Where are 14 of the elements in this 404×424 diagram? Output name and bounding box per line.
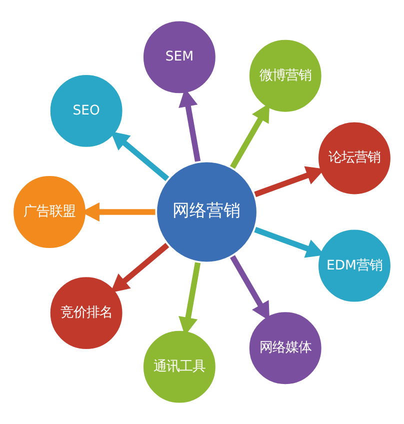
node-circle: 广告联盟 [10,173,88,251]
node-circle: 论坛营销 [316,119,394,198]
node-circle: 网络媒体 [246,309,324,387]
node-circle: SEM [140,18,218,96]
node-circle: 通讯工具 [140,328,218,406]
node-circle: 网络营销 [154,159,260,265]
arrow [230,103,270,169]
arrow [230,255,270,321]
node-circle: 竞价排名 [48,274,126,352]
arrow [110,242,170,293]
node-circle: EDM营销 [316,226,394,305]
arrow [110,131,170,182]
node-circle: 微博营销 [246,37,324,115]
node-circle: SEO [48,72,126,150]
